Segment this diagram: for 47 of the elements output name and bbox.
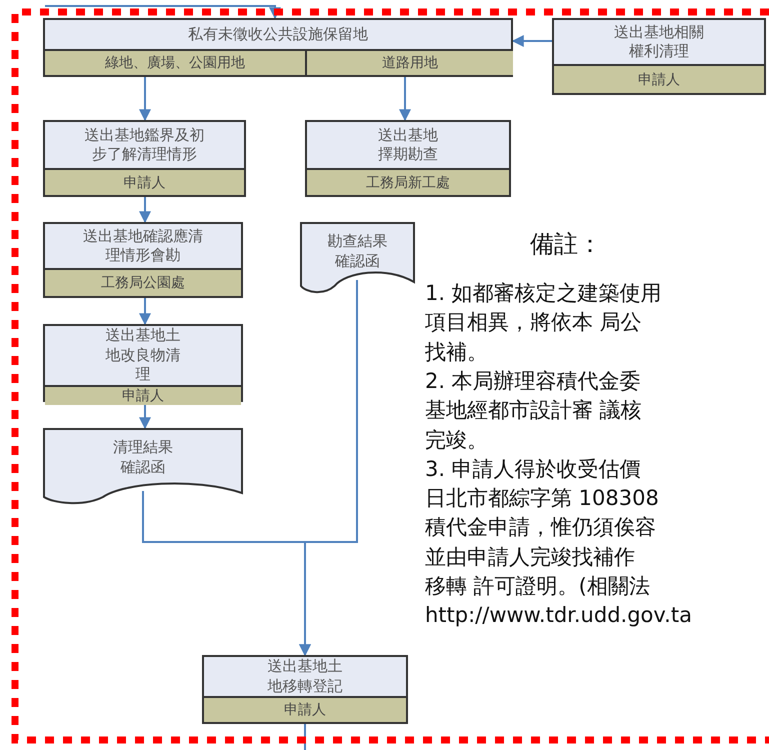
note-heading: 備註： [530, 229, 602, 260]
step-label: 送出基地土地移轉登記 [266, 657, 344, 696]
note-text: 1. 如都審核定之建築使用 [425, 280, 662, 307]
document-label: 勘查結果確認函 [326, 232, 388, 271]
connector-arrow [512, 35, 552, 47]
note-text: 基地經都市設計審 議核 [425, 397, 642, 424]
role-label: 申請人 [554, 64, 764, 93]
connector-arrow [139, 298, 151, 326]
note-text: 找補。 [425, 338, 488, 366]
note-text: 項目相異，將依本 局公 [425, 309, 642, 336]
role-label: 申請人 [45, 384, 241, 404]
document-shape [43, 428, 243, 505]
process-box [43, 222, 243, 298]
process-box [43, 324, 243, 402]
note-text: 積代金申請，惟仍須俟容 [425, 514, 656, 542]
step-label: 私有未徵收公共設施保留地 [187, 24, 369, 45]
document-label: 清理結果確認函 [112, 438, 174, 477]
step-label: 送出基地土地改良物清理 [104, 326, 182, 384]
connector-arrow [139, 197, 151, 224]
process-box [202, 655, 408, 724]
connector-arrow [45, 5, 281, 20]
note-text: 3. 申請人得於收受估價 [425, 456, 641, 483]
note-text: http://www.tdr.udd.gov.ta [425, 602, 692, 630]
connector-arrow [139, 402, 151, 430]
category-band: 道路用地 [307, 49, 513, 75]
note-text: 2. 本局辦理容積代金委 [425, 368, 641, 395]
process-box [43, 18, 513, 77]
note-text: 完竣。 [425, 426, 488, 454]
step-label: 送出基地確認應清理情形會勘 [82, 226, 204, 266]
note-text: 移轉 許可證明。(相關法 [425, 573, 650, 600]
process-box [305, 120, 511, 197]
role-label: 工務局新工處 [307, 168, 509, 195]
category-band: 綠地、廣場、公園用地 [45, 49, 307, 75]
note-text: 並由申請人完竣找補作 [425, 544, 635, 571]
document-shape [300, 222, 415, 294]
step-label: 送出基地相關權利清理 [613, 22, 705, 62]
step-label: 送出基地擇期勘查 [377, 124, 439, 165]
role-label: 申請人 [204, 696, 406, 722]
role-label: 工務局公園處 [45, 268, 241, 296]
process-box [552, 18, 766, 95]
connector-arrow [139, 77, 151, 122]
role-label: 申請人 [45, 168, 244, 195]
step-label: 送出基地鑑界及初步了解清理情形 [84, 124, 206, 165]
note-text: 日北市都綜字第 108308 [425, 485, 659, 512]
connector-arrow [399, 77, 411, 122]
connector-arrow [299, 280, 358, 656]
process-box [43, 120, 246, 197]
